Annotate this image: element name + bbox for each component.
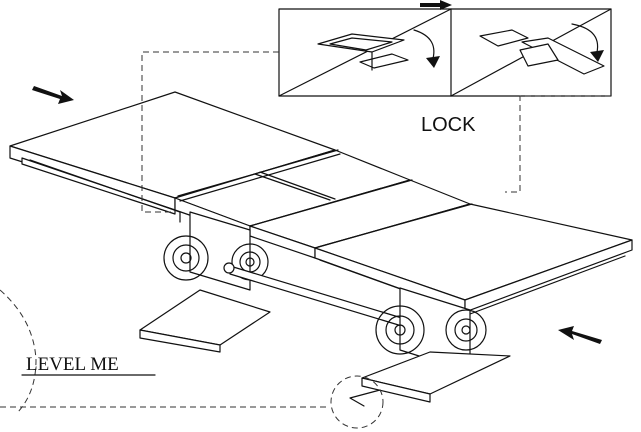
level-label: LEVEL ME: [26, 354, 119, 375]
lock-callout: LOCK: [278, 0, 612, 136]
push-arrow-icon-right: [558, 326, 602, 344]
push-arrows: [32, 86, 602, 344]
lock-label: LOCK: [421, 114, 476, 136]
push-arrow-icon: [32, 86, 74, 104]
trestle-base: [139, 211, 511, 407]
callout-leaders: [141, 51, 611, 213]
level-callout: LEVEL ME: [0, 289, 384, 429]
table-top: [9, 91, 633, 315]
